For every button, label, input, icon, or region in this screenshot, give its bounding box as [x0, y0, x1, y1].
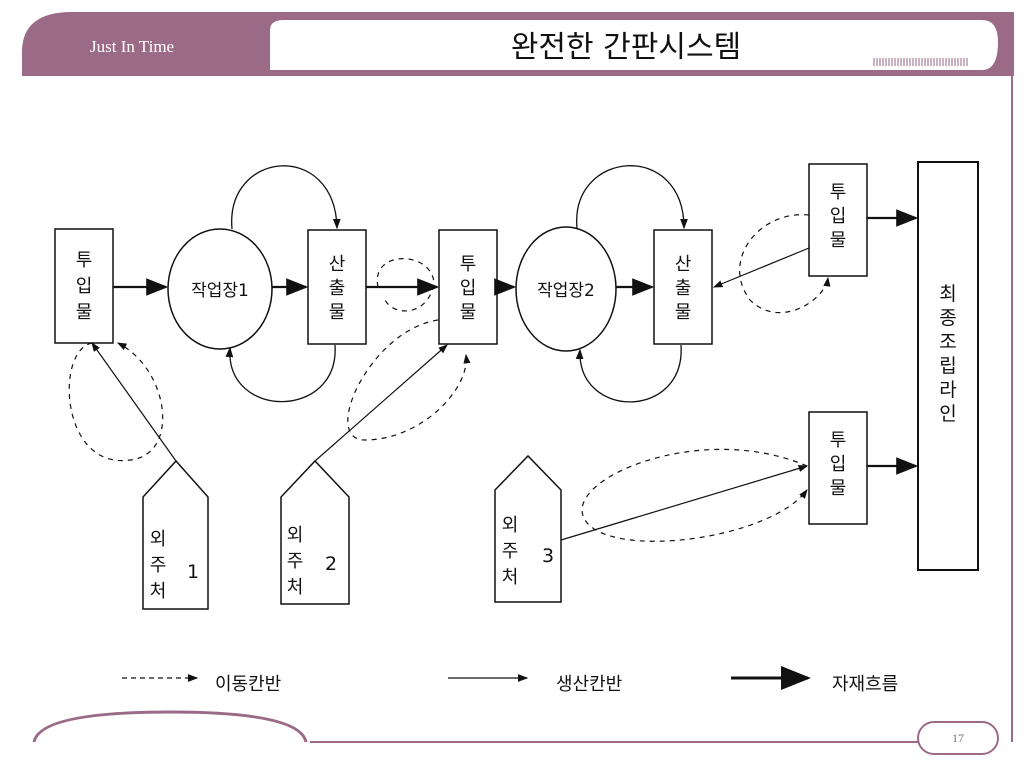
supplier-3-label-char: 처: [502, 567, 519, 588]
final-assembly-line-label-char: 종: [939, 307, 956, 329]
header-band: [22, 12, 1014, 76]
output-box-1-label: 산출물: [329, 254, 346, 323]
supplier-1-label-char: 외: [150, 529, 167, 550]
input-box-4-label-char: 물: [830, 478, 847, 499]
supplier-3-label-char: 주: [502, 541, 519, 562]
input-box-3-label-char: 입: [830, 206, 847, 227]
supplier-2-label-char: 외: [287, 525, 304, 546]
output-box-2-label-char: 출: [675, 278, 692, 299]
output-box-1-label-char: 산: [329, 254, 346, 275]
input-box-1-label-char: 입: [76, 276, 93, 297]
supplier-2-label-char: 처: [287, 577, 304, 598]
input-box-2-label-char: 입: [460, 278, 477, 299]
final-assembly-line-label-char: 인: [939, 403, 956, 425]
input-box-4-label-char: 투: [830, 430, 847, 451]
final-assembly-line-box: [917, 161, 979, 571]
supplier-3-label: 외주처: [502, 515, 519, 588]
page-number-badge: [917, 721, 999, 755]
supplier-2-label: 외주처: [287, 525, 304, 598]
final-assembly-line-label-char: 라: [939, 379, 956, 401]
output-box-2-label-char: 물: [675, 302, 692, 323]
input-box-4-label-char: 입: [830, 454, 847, 475]
supplier-1-shape: [142, 459, 209, 610]
output-box-2-label-char: 산: [675, 254, 692, 275]
supplier-1-label: 외주처: [150, 529, 167, 602]
input-box-2-label: 투입물: [460, 254, 477, 323]
input-box-3-label: 투입물: [830, 182, 847, 251]
legend: 이동칸반 생산칸반 자재흐름: [122, 666, 898, 695]
input-box-1-label: 투입물: [76, 250, 93, 323]
dashed-kanban-loops: [68, 214, 831, 542]
final-assembly-line-label-char: 최: [939, 283, 956, 305]
supplier-2-label-char: 주: [287, 551, 304, 572]
input-box-2-label-char: 물: [460, 302, 477, 323]
input-box-2: [438, 229, 498, 345]
section-label: Just In Time: [90, 37, 175, 56]
supplier-2-shape: [280, 459, 350, 605]
input-box-1: [54, 228, 114, 344]
move-kanban-lines: [91, 247, 810, 541]
final-assembly-line-label-char: 조: [939, 331, 956, 353]
decorative-bars: [873, 58, 968, 66]
supplier-1-number: 1: [187, 561, 199, 583]
workshop-2-label: 작업장2: [537, 281, 595, 301]
input-box-4: [808, 411, 868, 525]
output-box-1: [307, 229, 367, 345]
material-flow-arrows: [113, 209, 919, 475]
page-number: 17: [952, 731, 964, 745]
input-box-3-label-char: 투: [830, 182, 847, 203]
production-kanban-loops: [225, 165, 688, 403]
workshop-1-label: 작업장1: [191, 281, 249, 301]
supplier-1-label-char: 처: [150, 581, 167, 602]
input-box-3-label-char: 물: [830, 230, 847, 251]
input-box-1-label-char: 물: [76, 302, 93, 323]
input-box-3: [808, 163, 868, 277]
supplier-2-number: 2: [325, 553, 337, 575]
footer-left-ornament: [32, 710, 308, 743]
output-box-1-label-char: 출: [329, 278, 346, 299]
input-box-2-label-char: 투: [460, 254, 477, 275]
input-box-1-label-char: 투: [76, 250, 93, 271]
final-assembly-line-label-char: 립: [939, 355, 956, 377]
supplier-3-shape: [494, 454, 562, 603]
output-box-1-label-char: 물: [329, 302, 346, 323]
legend-production-kanban-label: 생산칸반: [556, 674, 622, 695]
supplier-1-label-char: 주: [150, 555, 167, 576]
supplier-3-number: 3: [542, 545, 554, 567]
input-box-4-label: 투입물: [830, 430, 847, 499]
supplier-3-label-char: 외: [502, 515, 519, 536]
slide-title: 완전한 간판시스템: [510, 30, 742, 65]
legend-move-kanban-label: 이동칸반: [215, 674, 281, 695]
legend-material-flow-label: 자재흐름: [832, 674, 898, 695]
output-box-2-label: 산출물: [675, 254, 692, 323]
